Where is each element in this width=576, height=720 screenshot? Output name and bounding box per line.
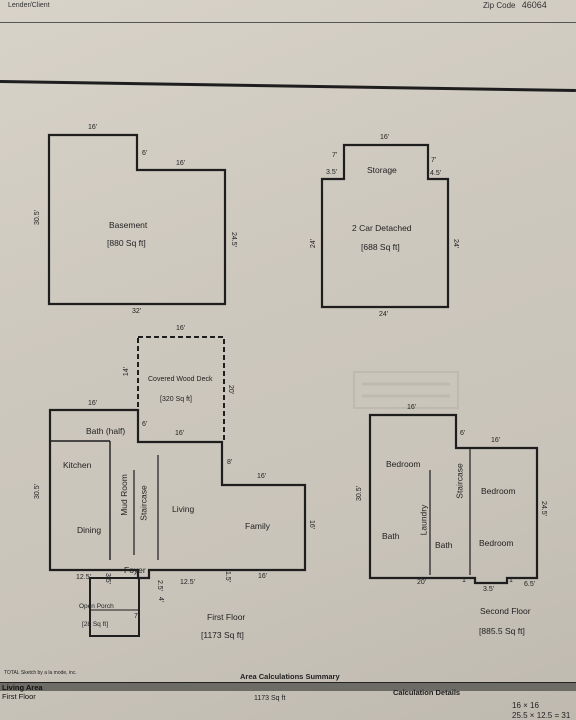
porch-outline [89, 577, 140, 637]
deck-dim-top: 16' [176, 325, 186, 332]
deck-area: [320 Sq ft] [160, 396, 192, 403]
ff-area: [1173 Sq ft] [201, 630, 244, 640]
basement-name: Basement [109, 220, 148, 230]
zip-code: Zip Code 46064 [483, 0, 547, 10]
ff-room-family: Family [245, 521, 271, 531]
sf-room-staircase: Staircase [454, 463, 465, 499]
basement-dim-top: 16' [88, 124, 98, 131]
basement-area: [880 Sq ft] [107, 238, 146, 248]
sf-dim-b2: 1' [509, 577, 515, 584]
sketch-credit: TOTAL Sketch by a la mode, inc. [4, 670, 77, 676]
sf-room-bath-1: Bath [382, 531, 400, 541]
basement-outline [47, 133, 227, 306]
porch-area: [28 Sq ft] [82, 621, 109, 628]
sf-room-laundry: Laundry [418, 504, 429, 536]
ff-dim-bottom-left: 12.5' [76, 574, 91, 581]
ff-dim-step2: 1.5' [224, 570, 232, 583]
ff-dim-top-left: 16' [88, 400, 98, 407]
deck-dim-right: 20' [227, 384, 235, 395]
ff-dim-right: 16' [308, 519, 316, 530]
porch-name: Open Porch [79, 603, 114, 610]
sf-dim-right: 24.5' [539, 501, 547, 516]
ff-room-kitchen: Kitchen [63, 460, 92, 470]
sf-room-bath-2: Bath [435, 540, 453, 550]
second-floor-outline [368, 413, 539, 585]
garage-dim-bottom: 24' [379, 311, 389, 318]
garage-name: 2 Car Detached [352, 223, 412, 233]
porch-dim-v1: 2.5' [156, 579, 164, 592]
sf-dim-b1: 1' [462, 577, 468, 584]
sf-area: [885.5 Sq ft] [479, 626, 525, 636]
sf-room-bedroom-1: Bedroom [386, 459, 421, 469]
deck-dim-bottom: 16' [175, 430, 185, 437]
garage-dim-left: 24' [310, 238, 318, 249]
zip-label: Zip Code [483, 1, 516, 10]
ff-room-bath: Bath (half) [86, 426, 126, 436]
first-floor-label: First Floor [2, 692, 36, 701]
sf-title: Second Floor [480, 606, 531, 616]
zip-value: 46064 [521, 0, 547, 10]
garage-dim-left-h: 3.5' [326, 169, 338, 176]
ff-dim-bottom-right: 16' [258, 573, 268, 580]
calculation-details-label: Calculation Details [393, 688, 461, 697]
ff-room-foyer: Foyer [124, 565, 146, 575]
faint-stamp [353, 371, 459, 409]
basement-dim-step-v: 6' [142, 150, 148, 157]
porch-dim-v2: 4' [157, 596, 165, 603]
deck-dim-inner: 6' [142, 421, 148, 428]
sf-dim-top: 16' [407, 404, 417, 411]
ff-room-living: Living [172, 504, 195, 514]
ff-dim-right-top: 16' [257, 473, 267, 480]
garage-dim-right-v: 7' [431, 157, 437, 164]
deck-dim-left: 14' [123, 366, 131, 377]
deck-name: Covered Wood Deck [148, 376, 213, 383]
sf-dim-left: 30.5' [355, 486, 363, 501]
garage-dim-left-v: 7' [332, 152, 338, 159]
ff-dim-left: 30.5' [33, 484, 41, 499]
ff-dim-step-v: 8' [227, 459, 233, 466]
first-floor-area: 1173 Sq ft [254, 695, 286, 702]
footer-bar [0, 683, 576, 691]
sf-dim-step-h: 16' [491, 437, 501, 444]
sf-room-bedroom-2: Bedroom [481, 486, 516, 496]
sf-dim-step-v: 6' [460, 430, 466, 437]
sf-dim-bottom-right: 6.5' [524, 581, 536, 588]
sf-room-bedroom-3: Bedroom [479, 538, 514, 548]
garage-dim-right: 24' [452, 238, 460, 249]
header-strip: Lender/Client Zip Code 46064 [0, 0, 576, 20]
garage-area: [688 Sq ft] [361, 242, 400, 252]
basement-dim-bottom: 32' [132, 308, 142, 315]
basement-dim-right: 24.5' [229, 232, 237, 247]
calc-detail-2: 25.5 × 12.5 = 31 [512, 711, 571, 720]
ff-room-mudroom: Mud Room [118, 474, 129, 516]
basement-dim-step-h: 16' [176, 160, 186, 167]
footer-rule [0, 682, 576, 683]
garage-storage-label: Storage [367, 165, 397, 175]
garage-dim-right-h: 4.5' [430, 170, 442, 177]
porch-dim-bottom: 7' [134, 613, 140, 620]
garage-dim-top: 16' [380, 134, 390, 141]
garage-outline [320, 143, 450, 309]
living-area-label: Living Area [2, 683, 43, 692]
ff-dim-bottom-mid: 12.5' [180, 579, 195, 586]
basement-dim-left: 30.5' [33, 210, 41, 225]
ff-room-dining: Dining [77, 525, 102, 535]
ff-title: First Floor [207, 612, 246, 622]
calc-detail-1: 16 × 16 [512, 701, 539, 710]
lender-label: Lender/Client [8, 2, 50, 9]
deck-outline [137, 336, 225, 443]
first-floor-outline [48, 408, 307, 580]
ff-dim-step1: 3.5' [104, 572, 112, 585]
sf-dim-bottom-mid: 3.5' [483, 586, 495, 593]
area-summary-title: Area Calculations Summary [240, 672, 340, 681]
ff-room-staircase: Staircase [138, 485, 149, 521]
top-rule [0, 22, 576, 23]
sf-dim-bottom-left: 20' [417, 579, 427, 586]
